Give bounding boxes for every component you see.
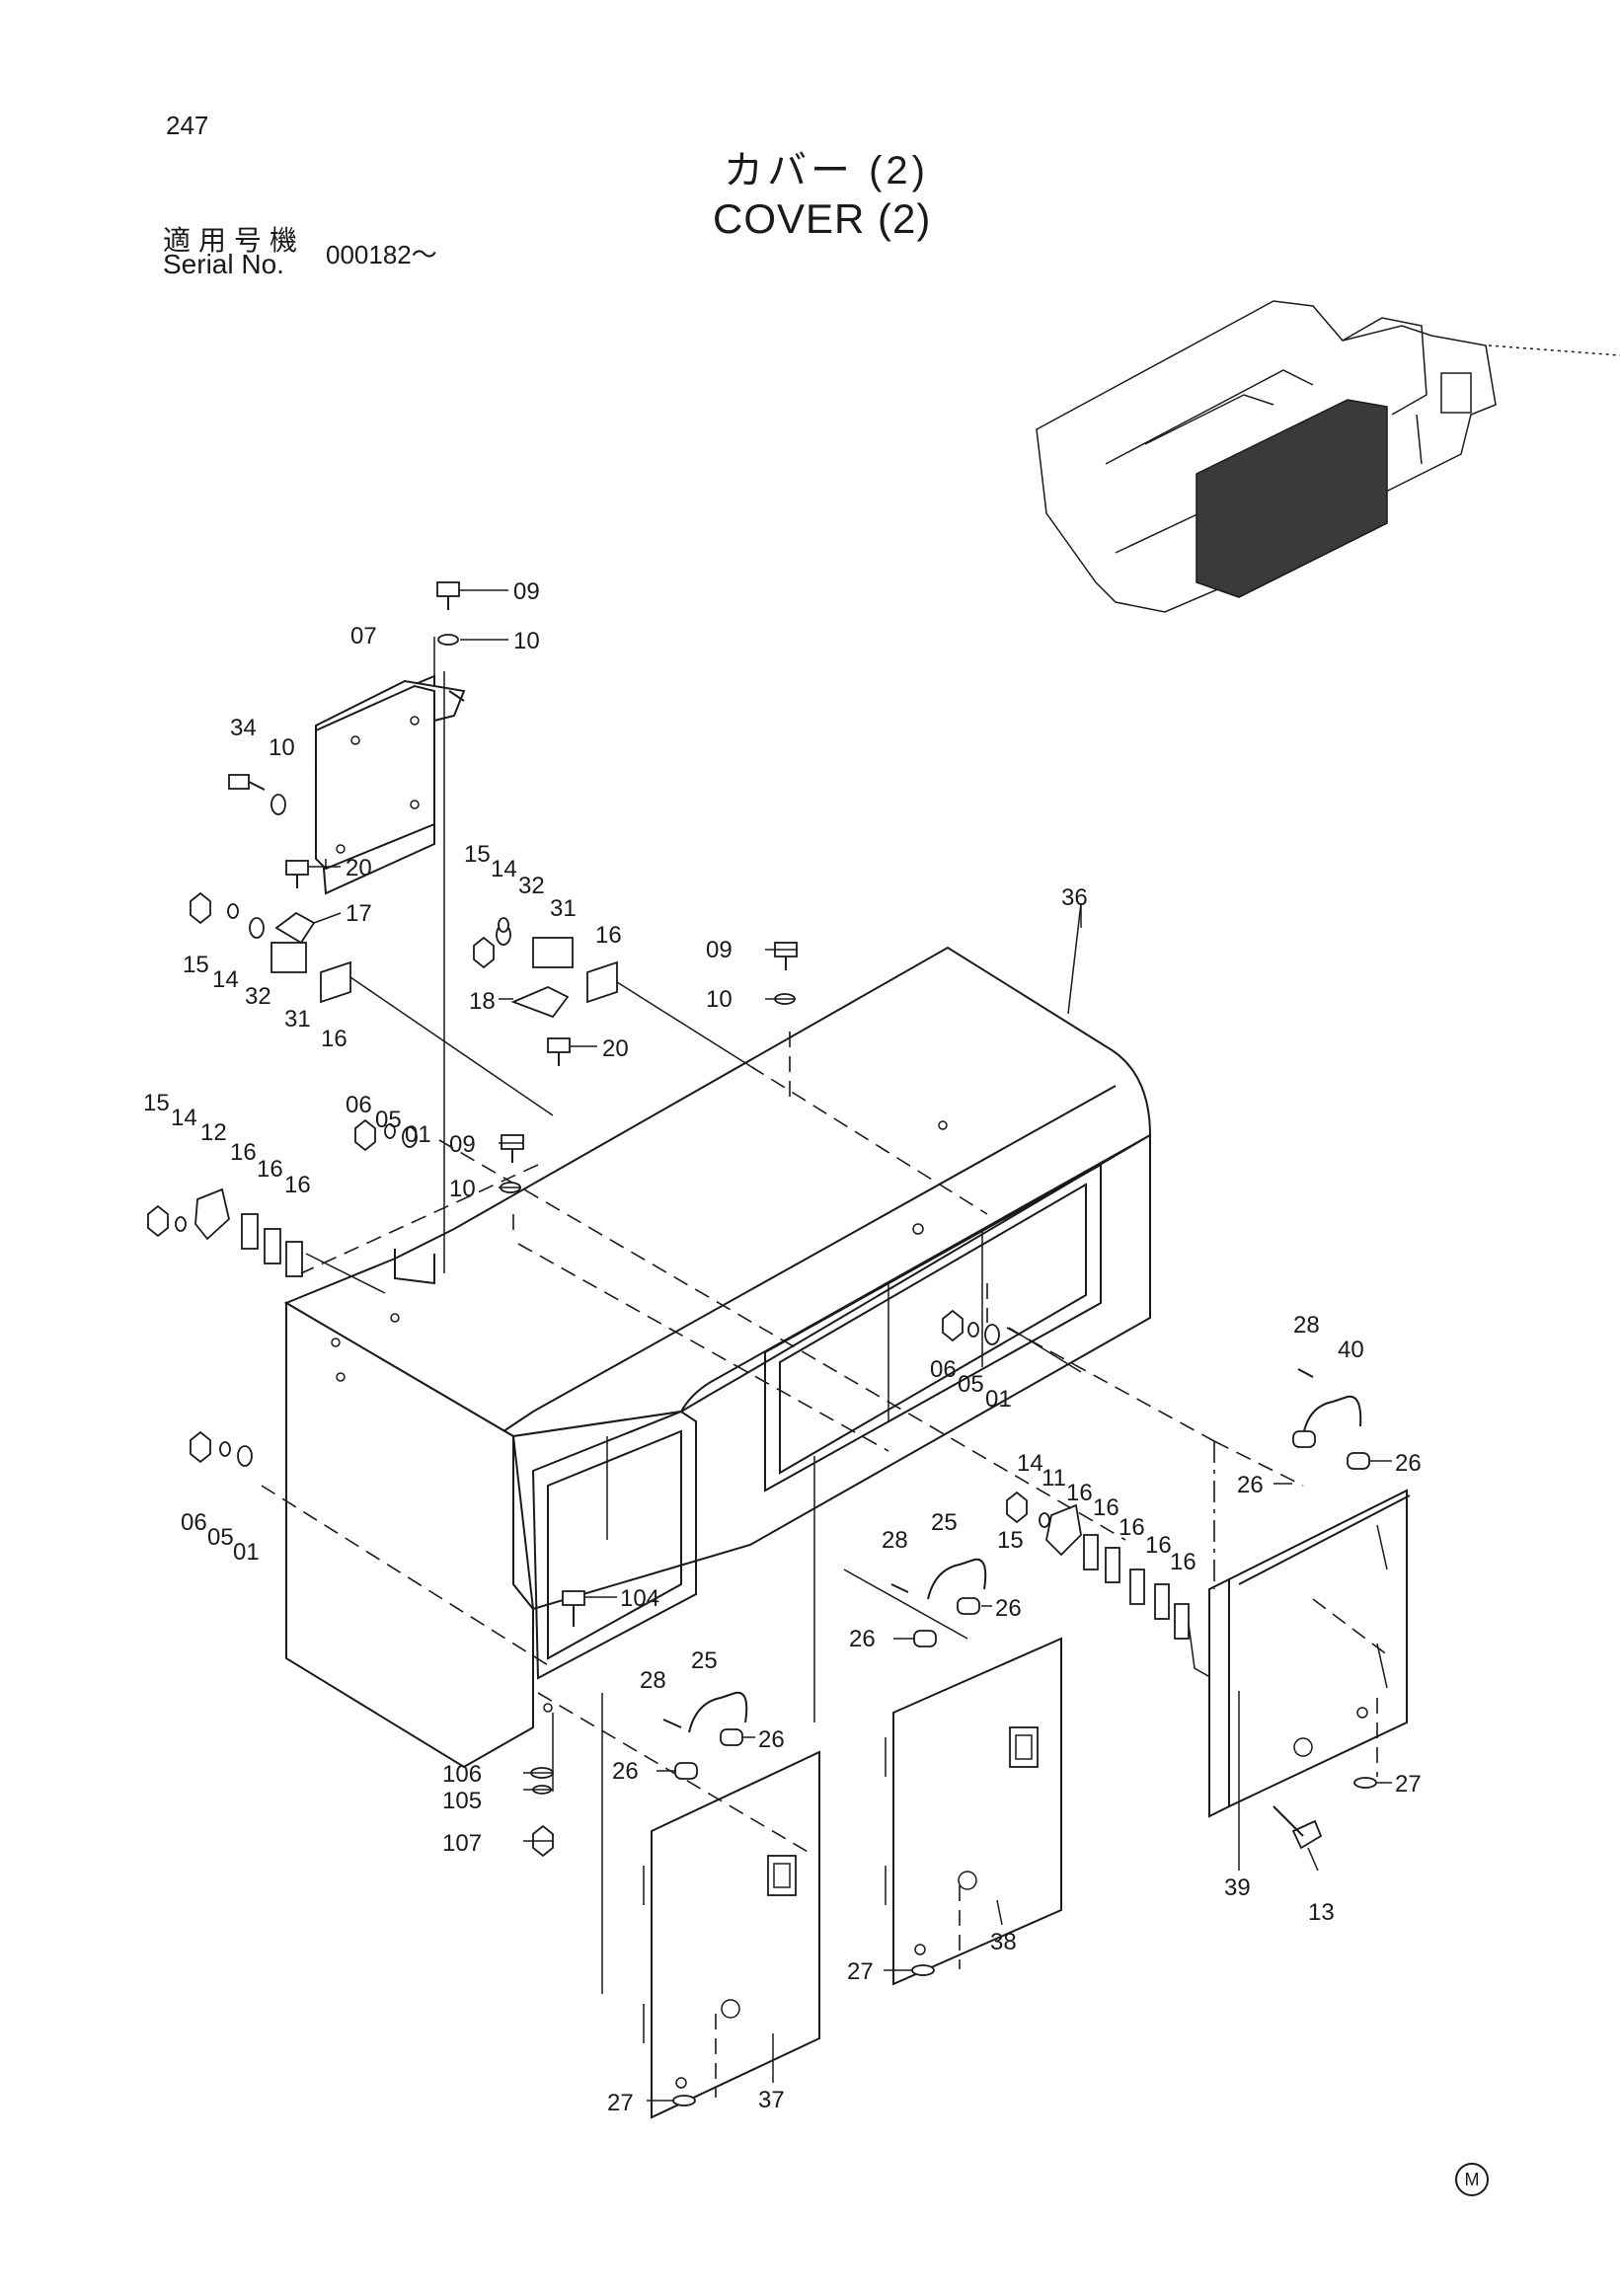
- part-label: 01: [233, 1539, 260, 1566]
- part-label: 10: [513, 628, 540, 654]
- part-label: 107: [442, 1830, 482, 1857]
- part-label: 16: [284, 1172, 311, 1198]
- part-label: 31: [284, 1006, 311, 1033]
- assembly-lines: [261, 671, 1393, 2098]
- part-label: 05: [207, 1524, 234, 1551]
- title-english: COVER (2): [713, 195, 932, 242]
- part-label: 10: [269, 734, 295, 761]
- part-label: 20: [602, 1035, 629, 1062]
- part-label: 16: [1170, 1549, 1196, 1575]
- part-label: 15: [143, 1090, 170, 1116]
- part-label: 05: [375, 1107, 402, 1133]
- part-label: 16: [257, 1156, 283, 1183]
- part-label: 26: [1395, 1450, 1422, 1477]
- part-callouts: 09 10 07 34 10 20 17 15 14 32 31 16 15 1…: [143, 578, 1422, 2116]
- part-label: 26: [849, 1626, 876, 1652]
- part-label: 26: [758, 1726, 785, 1753]
- part-label: 06: [930, 1356, 957, 1383]
- part-label: 17: [346, 900, 372, 927]
- part-label: 36: [1061, 884, 1088, 911]
- part-label: 26: [995, 1595, 1022, 1622]
- part-label: 40: [1338, 1337, 1364, 1363]
- serial-label-japanese: 適用号機: [163, 225, 306, 256]
- part-label: 105: [442, 1788, 482, 1814]
- part-label: 15: [464, 841, 491, 868]
- part-label: 16: [1119, 1514, 1145, 1541]
- cover-location-highlight: [1196, 399, 1388, 598]
- part-label: 15: [997, 1527, 1024, 1554]
- leader-lines: [308, 589, 1392, 2102]
- part-label: 28: [882, 1527, 908, 1554]
- part-label: 16: [1145, 1532, 1172, 1559]
- door-37: [643, 1750, 820, 2119]
- part-label: 11: [1041, 1465, 1066, 1492]
- part-label: 06: [181, 1509, 207, 1536]
- door-38: [885, 1637, 1062, 1986]
- handles: [688, 1395, 1362, 1733]
- part-label: 09: [449, 1131, 476, 1158]
- part-label: 16: [1093, 1494, 1119, 1521]
- part-label: 07: [350, 623, 377, 650]
- left-bracket-set: [194, 1187, 386, 1294]
- part-label: 25: [691, 1647, 718, 1674]
- machine-location-inset: [1036, 300, 1620, 613]
- top-cover-plate: [314, 674, 466, 895]
- part-label: 18: [469, 988, 496, 1015]
- part-label: 104: [620, 1585, 659, 1612]
- title-japanese: カバー (2): [724, 149, 929, 192]
- part-label: 27: [607, 2090, 634, 2116]
- part-label: 14: [212, 966, 239, 993]
- part-label: 09: [706, 937, 733, 963]
- door-39-rear: [1208, 1489, 1411, 1818]
- part-label: 106: [442, 1761, 482, 1788]
- part-label: 20: [346, 855, 372, 881]
- part-label: 15: [183, 952, 209, 978]
- part-label: 14: [171, 1105, 197, 1131]
- part-label: 09: [513, 578, 540, 605]
- part-label: 31: [550, 895, 577, 922]
- serial-label-english: Serial No.: [163, 249, 284, 279]
- cover-housing: [283, 946, 1152, 1769]
- part-label: 16: [321, 1026, 347, 1052]
- part-label: 32: [518, 873, 545, 899]
- part-label: 12: [200, 1119, 227, 1146]
- part-label: 28: [1293, 1312, 1320, 1339]
- maker-mark: M: [1455, 2163, 1489, 2196]
- part-label: 06: [346, 1092, 372, 1118]
- part-label: 27: [1395, 1771, 1422, 1798]
- part-label: 10: [449, 1176, 476, 1202]
- part-label: 34: [230, 715, 257, 741]
- part-label: 16: [1066, 1480, 1093, 1506]
- part-label: 26: [1237, 1472, 1264, 1498]
- left-latch-assembly: [270, 911, 554, 1116]
- part-label: 32: [245, 983, 271, 1010]
- part-label: 13: [1308, 1899, 1335, 1926]
- part-label: 01: [405, 1121, 431, 1148]
- part-label: 28: [640, 1667, 666, 1694]
- part-label: 16: [595, 922, 622, 949]
- part-label: 14: [491, 856, 517, 882]
- part-label: 14: [1017, 1450, 1043, 1477]
- serial-number-range: 000182～: [326, 240, 437, 269]
- fasteners: [147, 581, 1377, 2106]
- part-label: 25: [931, 1509, 958, 1536]
- part-label: 05: [958, 1371, 984, 1398]
- right-bracket-set: [1045, 1503, 1230, 1689]
- part-label: 26: [612, 1758, 639, 1785]
- part-label: 38: [990, 1929, 1017, 1955]
- middle-latch-assembly: [510, 937, 751, 1067]
- part-label: 27: [847, 1958, 874, 1985]
- part-label: 37: [758, 2087, 785, 2113]
- page-number: 247: [166, 111, 209, 140]
- part-label: 10: [706, 986, 733, 1013]
- part-label: 01: [985, 1386, 1012, 1413]
- part-label: 39: [1224, 1875, 1251, 1901]
- part-label: 16: [230, 1139, 257, 1166]
